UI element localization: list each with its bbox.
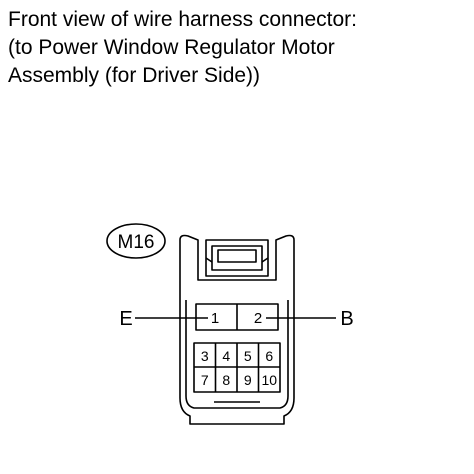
caption-line-2: (to Power Window Regulator Motor (8, 36, 335, 59)
pin-label: 5 (244, 348, 252, 364)
pin-label: 3 (201, 348, 209, 364)
connector-housing-inner (185, 300, 289, 409)
pin-label: 4 (222, 348, 230, 364)
pin-label: 1 (211, 310, 219, 327)
connector-lock-tab (205, 239, 269, 277)
connector-id-label: M16 (118, 232, 155, 253)
pin-label: 8 (222, 372, 230, 388)
caption-line-3: Assembly (for Driver Side)) (8, 64, 261, 87)
callout-label-left: E (119, 308, 132, 330)
caption-line-1: Front view of wire harness connector: (8, 8, 357, 31)
pin-label: 9 (244, 372, 252, 388)
pin-label: 10 (261, 372, 277, 388)
connector-id-ellipse (106, 223, 166, 259)
callout-label-right: B (340, 308, 353, 330)
pin-label: 6 (265, 348, 273, 364)
connector-housing-outline (179, 234, 295, 425)
pin-label: 2 (254, 310, 262, 327)
pin-label: 7 (201, 372, 209, 388)
diagram-caption: Front view of wire harness connector: (t… (8, 6, 468, 90)
